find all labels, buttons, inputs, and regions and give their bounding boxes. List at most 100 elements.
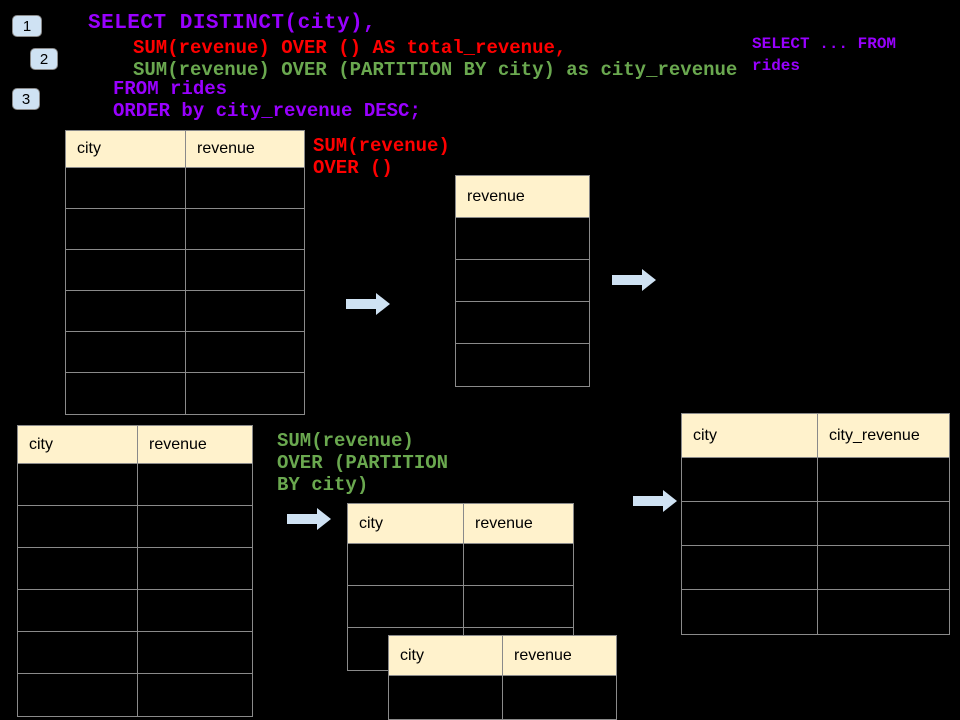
sql-line-partition: SUM(revenue) OVER (PARTITION BY city) as… [133,59,738,81]
column-header-revenue: revenue [149,435,207,453]
annotation-total-line-2: OVER () [313,157,393,179]
table-row [682,458,949,502]
column-header-city: city [348,504,464,543]
table-cell [66,209,186,249]
table-total-result: revenue [455,175,590,387]
table-header-row: city revenue [389,636,616,676]
table-row [18,548,252,590]
table-cell [138,674,252,716]
table-cell [818,458,949,501]
table-row [682,502,949,546]
table-row [66,373,304,414]
table-cell [18,464,138,505]
column-header-revenue: revenue [475,514,533,532]
table-cell [456,218,589,259]
right-arrow-icon [346,293,390,315]
column-header-revenue: revenue [514,646,572,664]
sql-line-total: SUM(revenue) OVER () AS total_revenue, [133,37,567,59]
table-header-row: revenue [456,176,589,218]
table-cell [18,590,138,631]
table-cell [66,373,186,414]
table-row [456,218,589,260]
table-row [348,586,573,628]
table-cell [456,302,589,343]
table-header-row: city revenue [66,131,304,168]
table-source-bottom: city revenue [17,425,253,717]
column-header-city-revenue: city_revenue [829,426,920,444]
annotation-partition-line-1: SUM(revenue) [277,430,414,452]
step-badge-1: 1 [12,15,42,37]
table-row [456,302,589,344]
column-header-city: city [682,414,818,457]
table-body [18,464,252,716]
table-row [348,544,573,586]
table-cell [186,373,304,414]
table-cell [186,291,304,331]
table-cell [503,676,616,719]
annotation-partition-line-3: BY city) [277,474,369,496]
column-header-city: city [389,636,503,675]
table-cell [464,586,573,627]
right-arrow-icon [633,490,677,512]
table-body [389,676,616,719]
table-cell [186,168,304,208]
table-cell [138,590,252,631]
table-cell [682,502,818,545]
table-row [18,674,252,716]
table-partition-front: city revenue [388,635,617,720]
table-cell [66,332,186,372]
table-cell [818,590,949,634]
table-cell [348,544,464,585]
table-row [66,332,304,373]
table-cell [186,332,304,372]
annotation-partition-line-2: OVER (PARTITION [277,452,449,474]
table-cell [66,168,186,208]
side-note-line-2: rides [752,57,801,75]
table-row [18,632,252,674]
table-cell [18,632,138,673]
table-cell [682,590,818,634]
table-cell [18,674,138,716]
table-body [66,168,304,414]
right-arrow-icon [612,269,656,291]
table-row [456,344,589,386]
table-cell [456,344,589,386]
table-row [389,676,616,719]
table-cell [186,250,304,290]
table-body [456,218,589,386]
table-cell [18,506,138,547]
table-row [682,546,949,590]
table-cell [66,291,186,331]
table-cell [66,250,186,290]
annotation-total-line-1: SUM(revenue) [313,135,450,157]
table-cell [138,548,252,589]
table-row [66,250,304,291]
table-cell [464,544,573,585]
sql-line-order: ORDER by city_revenue DESC; [113,100,421,122]
table-row [456,260,589,302]
sql-line-select: SELECT DISTINCT(city), [88,12,377,35]
table-row [66,168,304,209]
column-header-revenue: revenue [467,187,525,205]
table-cell [186,209,304,249]
table-final-result: city city_revenue [681,413,950,635]
table-row [18,506,252,548]
column-header-city: city [18,426,138,463]
table-row [66,291,304,332]
table-row [66,209,304,250]
table-cell [389,676,503,719]
table-cell [682,458,818,501]
column-header-city: city [66,131,186,167]
table-source-top: city revenue [65,130,305,415]
table-body [682,458,949,634]
column-header-revenue: revenue [197,140,255,157]
table-cell [138,464,252,505]
sql-line-from: FROM rides [113,78,228,100]
table-row [18,590,252,632]
table-cell [818,546,949,589]
step-badge-2: 2 [30,48,58,70]
right-arrow-icon [287,508,331,530]
table-cell [18,548,138,589]
table-row [18,464,252,506]
